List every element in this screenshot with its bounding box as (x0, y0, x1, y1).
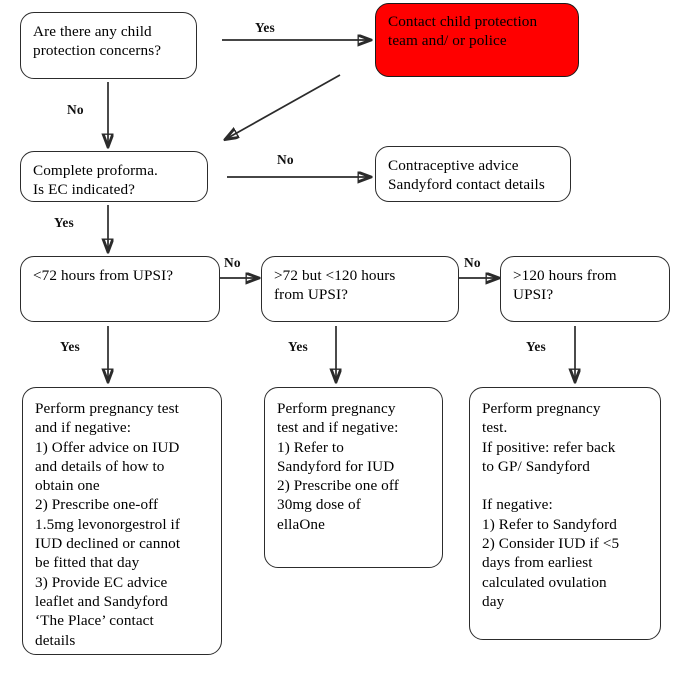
edge-label-proforma-yes: Yes (54, 215, 74, 230)
node-contraceptive-advice[interactable]: Contraceptive advice Sandyford contact d… (375, 146, 571, 202)
node-child-protection-question[interactable]: Are there any child protection concerns? (20, 12, 197, 79)
edge-label-cp-yes: Yes (255, 20, 275, 35)
node-72-to-120-hours[interactable]: >72 but <120 hours from UPSI? (261, 256, 459, 322)
node-action-over-120[interactable]: Perform pregnancy test. If positive: ref… (469, 387, 661, 640)
node-under-72-hours[interactable]: <72 hours from UPSI? (20, 256, 220, 322)
node-action-72-to-120[interactable]: Perform pregnancy test and if negative: … (264, 387, 443, 568)
edge-label-cp-no: No (67, 102, 84, 117)
edge-label-u72-no: No (224, 255, 241, 270)
node-complete-proforma[interactable]: Complete proforma. Is EC indicated? (20, 151, 208, 202)
edge-label-m120-yes: Yes (288, 339, 308, 354)
edge-label-u72-yes: Yes (60, 339, 80, 354)
edge-label-o120-yes: Yes (526, 339, 546, 354)
edge-label-proforma-no: No (277, 152, 294, 167)
edge-label-m120-no: No (464, 255, 481, 270)
connector-alert-return (226, 74, 341, 139)
node-contact-child-protection[interactable]: Contact child protection team and/ or po… (375, 3, 579, 77)
node-over-120-hours[interactable]: >120 hours from UPSI? (500, 256, 670, 322)
node-action-under-72[interactable]: Perform pregnancy test and if negative: … (22, 387, 222, 655)
